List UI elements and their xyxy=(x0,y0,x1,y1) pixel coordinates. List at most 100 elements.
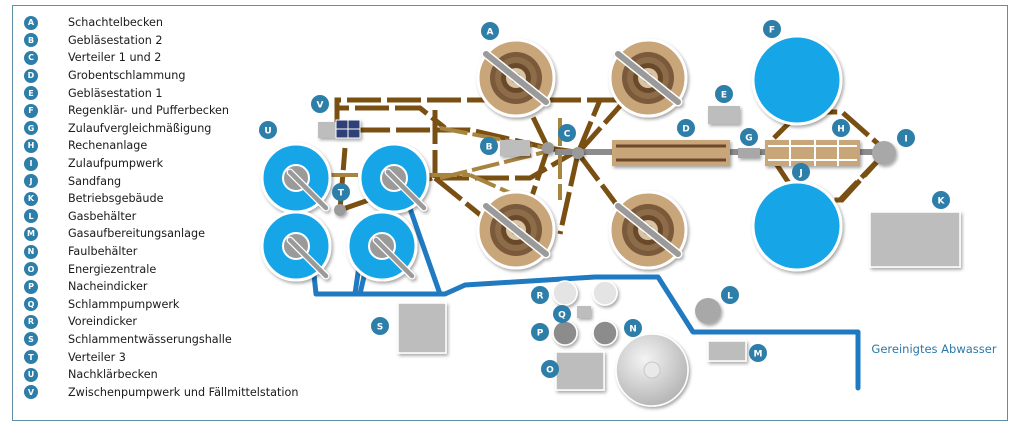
letter-badge-icon: U xyxy=(24,367,38,382)
svg-text:O: O xyxy=(546,366,554,376)
clarifier-bridge-icon xyxy=(478,192,554,268)
letter-badge-icon: T xyxy=(24,350,38,365)
letter-badge-icon: F xyxy=(24,103,38,118)
legend-label: Schlammpumpwerk xyxy=(68,297,180,311)
letter-badge-icon: C xyxy=(558,124,576,142)
legend-label: Energiezentrale xyxy=(68,262,157,276)
svg-text:S: S xyxy=(377,323,383,333)
sandfang-channel xyxy=(765,140,860,166)
letter-badge-icon: N xyxy=(24,244,38,259)
post-thickener xyxy=(552,320,578,346)
clarifier-bridge-icon xyxy=(348,212,416,280)
svg-text:R: R xyxy=(537,292,544,302)
dewatering-hall xyxy=(397,302,447,354)
letter-badge-icon: T xyxy=(332,183,350,201)
legend-label: Betriebsgebäude xyxy=(68,192,164,206)
legend-item: M Gasaufbereitungsanlage xyxy=(24,225,324,243)
legend-item: I Zulaufpumpwerk xyxy=(24,155,324,173)
letter-badge-icon: A xyxy=(481,22,499,40)
legend-label: Sandfang xyxy=(68,174,122,188)
clarifier-bridge-icon xyxy=(610,192,686,268)
legend-label: Gasaufbereitungsanlage xyxy=(68,227,205,241)
letter-badge-icon: J xyxy=(792,163,810,181)
legend-label: Gebläsestation 1 xyxy=(68,86,163,100)
letter-badge-icon: D xyxy=(24,68,38,83)
legend-item: Q Schlammpumpwerk xyxy=(24,296,324,314)
letter-badge-icon: J xyxy=(24,174,38,189)
storm-basins xyxy=(751,34,843,272)
sludge-tanks xyxy=(552,280,721,407)
legend-label: Zulaufpumpwerk xyxy=(68,157,164,171)
svg-text:J: J xyxy=(798,169,802,179)
legend-label: Zwischenpumpwerk und Fällmittelstation xyxy=(68,385,299,399)
letter-badge-icon: I xyxy=(24,156,38,171)
blower-station-1 xyxy=(708,106,740,124)
letter-badge-icon: O xyxy=(541,360,559,378)
gas-holder xyxy=(695,298,721,324)
gas-treatment-plant xyxy=(707,340,747,362)
distribution-node xyxy=(572,147,584,159)
letter-badge-icon: L xyxy=(24,209,38,224)
buildings xyxy=(318,106,961,391)
equalization-basin xyxy=(738,148,760,158)
sludge-pump-station xyxy=(577,306,591,318)
pump-station-icon xyxy=(872,141,896,165)
legend-item: E Gebläsestation 1 xyxy=(24,84,324,102)
letter-badge-icon: E xyxy=(24,86,38,101)
letter-badge-icon: R xyxy=(531,286,549,304)
letter-badge-icon: V xyxy=(311,95,329,113)
letter-badge-icon: I xyxy=(897,129,915,147)
svg-text:B: B xyxy=(486,143,493,153)
letter-badge-icon: E xyxy=(715,85,733,103)
legend-item: R Voreindicker xyxy=(24,313,324,331)
letter-badge-icon: H xyxy=(24,138,38,153)
letter-badge-icon: S xyxy=(24,332,38,347)
letter-badge-icon: C xyxy=(24,50,38,65)
letter-badge-icon: M xyxy=(24,226,38,241)
svg-text:Q: Q xyxy=(558,311,566,321)
svg-text:H: H xyxy=(837,125,845,135)
svg-text:G: G xyxy=(745,134,752,144)
letter-badge-icon: R xyxy=(24,314,38,329)
legend-label: Verteiler 1 und 2 xyxy=(68,51,162,65)
legend-label: Schachtelbecken xyxy=(68,16,164,30)
channels xyxy=(612,140,860,166)
legend-item: D Grobentschlammung xyxy=(24,67,324,85)
legend-label: Regenklär- und Pufferbecken xyxy=(68,104,230,118)
energy-center xyxy=(555,351,605,391)
legend-label: Grobentschlammung xyxy=(68,69,186,83)
svg-text:V: V xyxy=(317,101,324,111)
legend-item: L Gasbehälter xyxy=(24,208,324,226)
letter-badge-icon: H xyxy=(832,119,850,137)
letter-badge-icon: A xyxy=(24,15,38,30)
letter-badge-icon: M xyxy=(749,344,767,362)
clarifier-bridge-icon xyxy=(610,40,686,116)
pre-thickener xyxy=(592,280,618,306)
distribution-nodes xyxy=(334,141,896,216)
legend-label: Voreindicker xyxy=(68,315,137,329)
letter-badge-icon: Q xyxy=(553,305,571,323)
clarifier-bridge-icon xyxy=(262,144,330,212)
svg-text:F: F xyxy=(769,26,775,36)
blower-station-2 xyxy=(500,140,530,156)
pre-thickener xyxy=(552,280,578,306)
legend-label: Gebläsestation 2 xyxy=(68,33,163,47)
letter-badge-icon: F xyxy=(763,20,781,38)
legend-label: Gasbehälter xyxy=(68,209,137,223)
letter-badge-icon: Q xyxy=(24,297,38,312)
svg-text:U: U xyxy=(264,127,271,137)
svg-text:L: L xyxy=(727,292,733,302)
letter-badge-icon: K xyxy=(932,191,950,209)
letter-badge-icon: D xyxy=(677,119,695,137)
legend-label: Schlammentwässerungshalle xyxy=(68,332,232,346)
letter-badge-icon: P xyxy=(24,279,38,294)
